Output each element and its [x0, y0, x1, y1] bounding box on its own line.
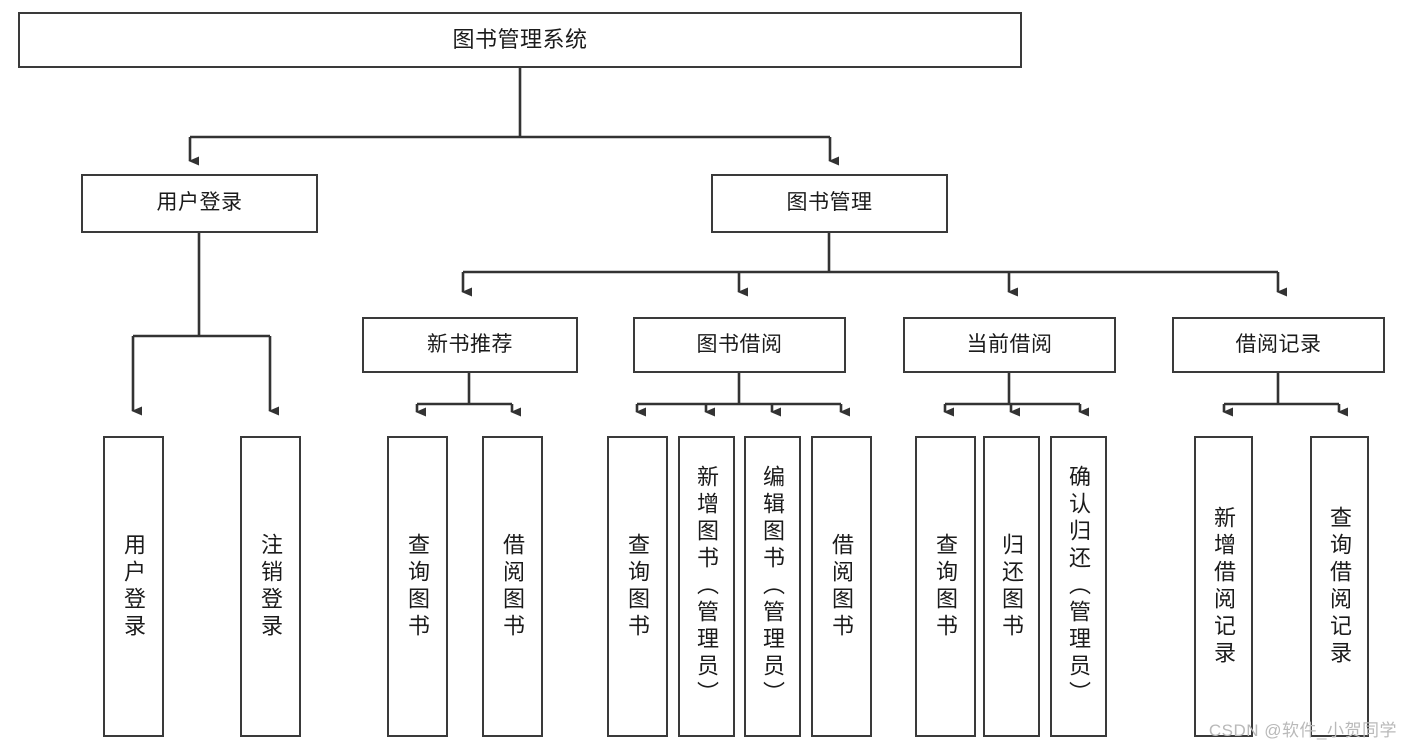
leaf-borrow-edit-book-admin[interactable]: 编辑图书（管理员）: [744, 436, 801, 737]
csdn-watermark: CSDN @软件_小贺同学: [1208, 721, 1397, 740]
node-book-management[interactable]: 图书管理: [711, 174, 948, 233]
leaf-user-login-login[interactable]: 用户登录: [103, 436, 164, 737]
leaf-recommend-query-book[interactable]: 查询图书: [387, 436, 448, 737]
leaf-recommend-borrow-book[interactable]: 借阅图书: [482, 436, 543, 737]
node-user-login[interactable]: 用户登录: [81, 174, 318, 233]
leaf-borrow-add-book-admin[interactable]: 新增图书（管理员）: [678, 436, 735, 737]
node-label: 查询图书: [405, 532, 431, 641]
node-label: 图书管理: [786, 191, 873, 215]
node-label: 查询图书: [933, 532, 959, 641]
leaf-record-add-record[interactable]: 新增借阅记录: [1194, 436, 1253, 737]
node-label: 图书借阅: [696, 332, 783, 356]
node-label: 查询借阅记录: [1327, 505, 1353, 668]
node-label: 用户登录: [121, 532, 147, 641]
node-label: 编辑图书（管理员）: [760, 465, 786, 708]
node-borrow-record[interactable]: 借阅记录: [1172, 317, 1385, 373]
node-label: 注销登录: [258, 532, 284, 641]
node-new-book-recommend[interactable]: 新书推荐: [362, 317, 578, 373]
node-label: 确认归还（管理员）: [1066, 465, 1092, 708]
node-label: 新增借阅记录: [1211, 505, 1237, 668]
node-label: 查询图书: [625, 532, 651, 641]
leaf-borrow-borrow-book[interactable]: 借阅图书: [811, 436, 872, 737]
node-current-borrow[interactable]: 当前借阅: [903, 317, 1116, 373]
node-label: 新增图书（管理员）: [694, 465, 720, 708]
node-label: 借阅记录: [1235, 332, 1322, 356]
leaf-user-login-logout[interactable]: 注销登录: [240, 436, 301, 737]
node-root-system[interactable]: 图书管理系统: [18, 12, 1022, 68]
node-label: 新书推荐: [427, 332, 513, 356]
node-label: 当前借阅: [966, 332, 1053, 356]
node-label: 借阅图书: [829, 532, 855, 641]
leaf-record-query-record[interactable]: 查询借阅记录: [1310, 436, 1369, 737]
leaf-current-query-book[interactable]: 查询图书: [915, 436, 976, 737]
leaf-borrow-query-book[interactable]: 查询图书: [607, 436, 668, 737]
node-label: 图书管理系统: [452, 27, 588, 53]
leaf-current-confirm-return-admin[interactable]: 确认归还（管理员）: [1050, 436, 1107, 737]
leaf-current-return-book[interactable]: 归还图书: [983, 436, 1040, 737]
node-label: 借阅图书: [500, 532, 526, 641]
node-book-borrow[interactable]: 图书借阅: [633, 317, 846, 373]
node-label: 用户登录: [156, 191, 243, 215]
node-label: 归还图书: [999, 532, 1025, 641]
